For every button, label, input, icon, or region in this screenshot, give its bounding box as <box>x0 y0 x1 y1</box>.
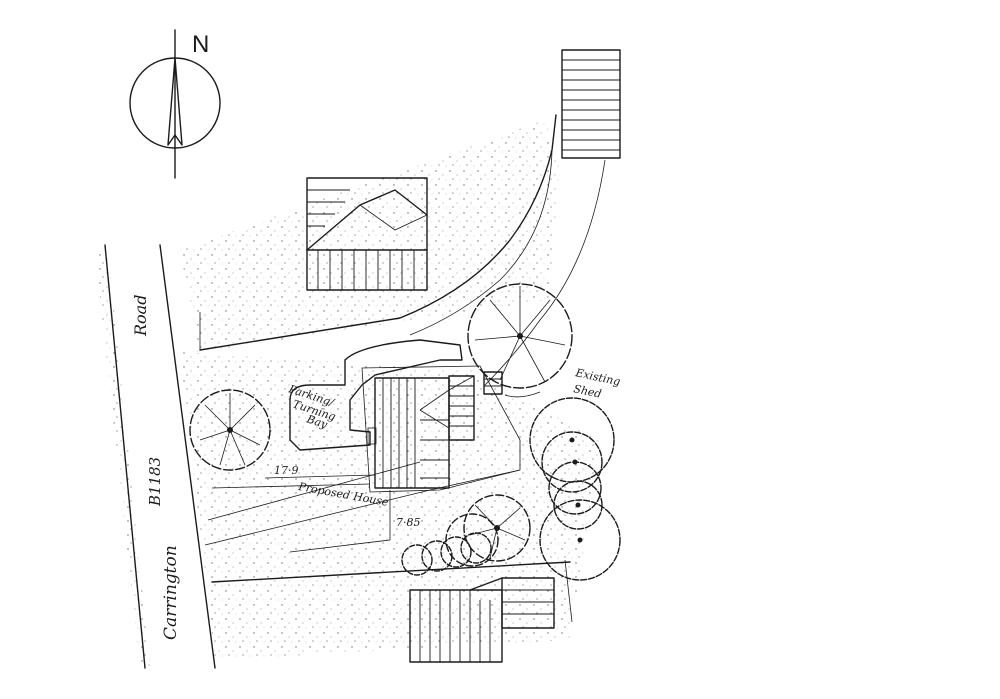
north-label: N <box>192 31 209 58</box>
parking-turning-bay <box>289 339 463 451</box>
proposed-house <box>367 375 475 489</box>
tree-near-road <box>189 389 271 471</box>
dimension-label-1: 17·9 <box>274 464 299 477</box>
tree-column-east <box>529 397 621 581</box>
garage-building <box>561 49 621 159</box>
tree-large-east <box>467 283 573 389</box>
north-arrow <box>129 29 221 179</box>
dimension-lines <box>264 474 391 553</box>
existing-shed <box>483 371 541 398</box>
neighbour-house-south <box>409 577 555 663</box>
road-name-mid: B1183 <box>146 457 164 507</box>
south-boundary-fence <box>211 483 573 623</box>
house-plot-boundary <box>361 365 521 493</box>
existing-shed-label-line2: Shed <box>572 382 602 401</box>
road-name-top: Road <box>131 295 150 337</box>
hedge-row <box>401 532 492 576</box>
road-name-bottom: Carrington <box>161 545 181 640</box>
neighbour-house-north <box>306 177 428 291</box>
road <box>104 244 216 669</box>
north-boundary-fence <box>199 114 557 351</box>
dimension-label-2: 7·85 <box>396 516 421 529</box>
